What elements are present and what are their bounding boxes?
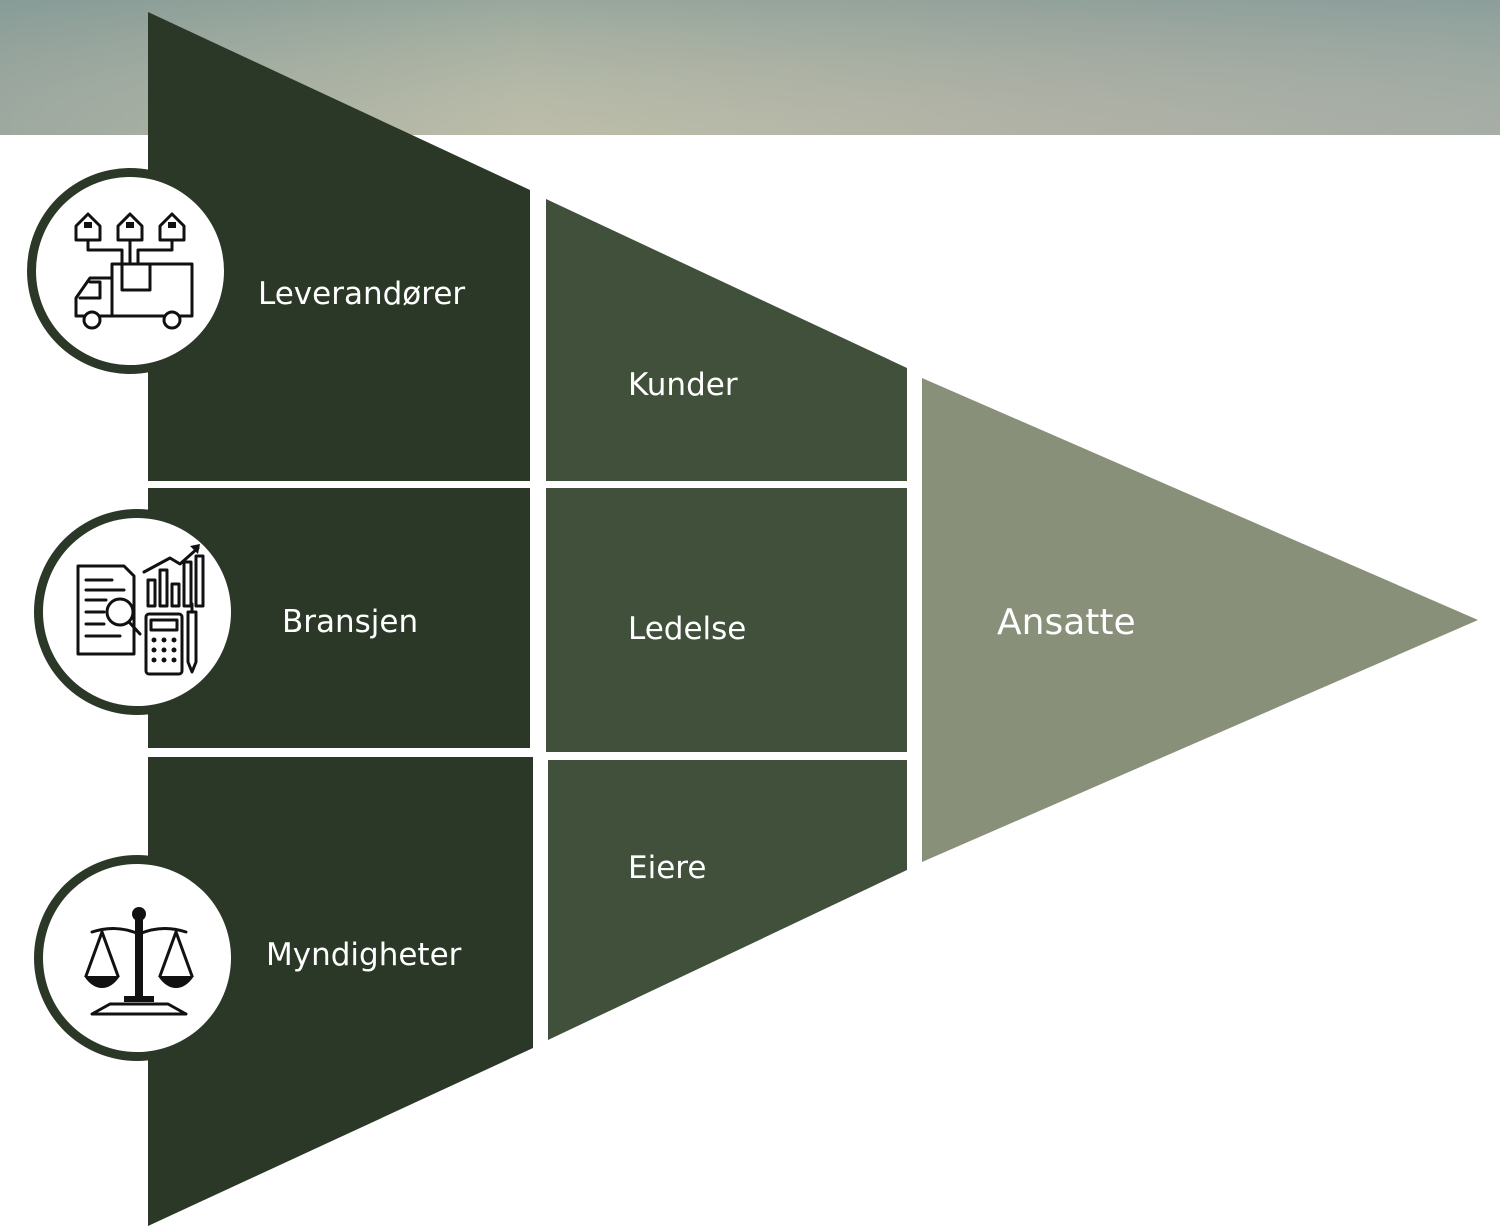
label-eiere: Eiere <box>628 850 706 886</box>
outer-segment-myndigheter <box>148 757 533 1226</box>
outer-segment-bransjen <box>148 488 530 748</box>
justice-scales-icon <box>34 855 240 1061</box>
industry-analysis-icon <box>34 509 240 715</box>
middle-segment-kunder <box>546 199 907 481</box>
core-segment-ansatte <box>922 378 1478 862</box>
label-ledelse: Ledelse <box>628 611 746 647</box>
label-bransjen: Bransjen <box>282 604 418 640</box>
middle-layer <box>546 199 907 1040</box>
outer-layer <box>148 12 533 1226</box>
label-leverandorer: Leverandører <box>258 276 465 312</box>
middle-segment-eiere <box>548 760 907 1040</box>
outer-segment-leverandorer <box>148 12 530 481</box>
label-myndigheter: Myndigheter <box>266 937 462 973</box>
delivery-truck-icon <box>27 168 233 374</box>
middle-segment-ledelse <box>546 488 907 752</box>
label-kunder: Kunder <box>628 367 738 403</box>
label-ansatte: Ansatte <box>997 602 1136 643</box>
